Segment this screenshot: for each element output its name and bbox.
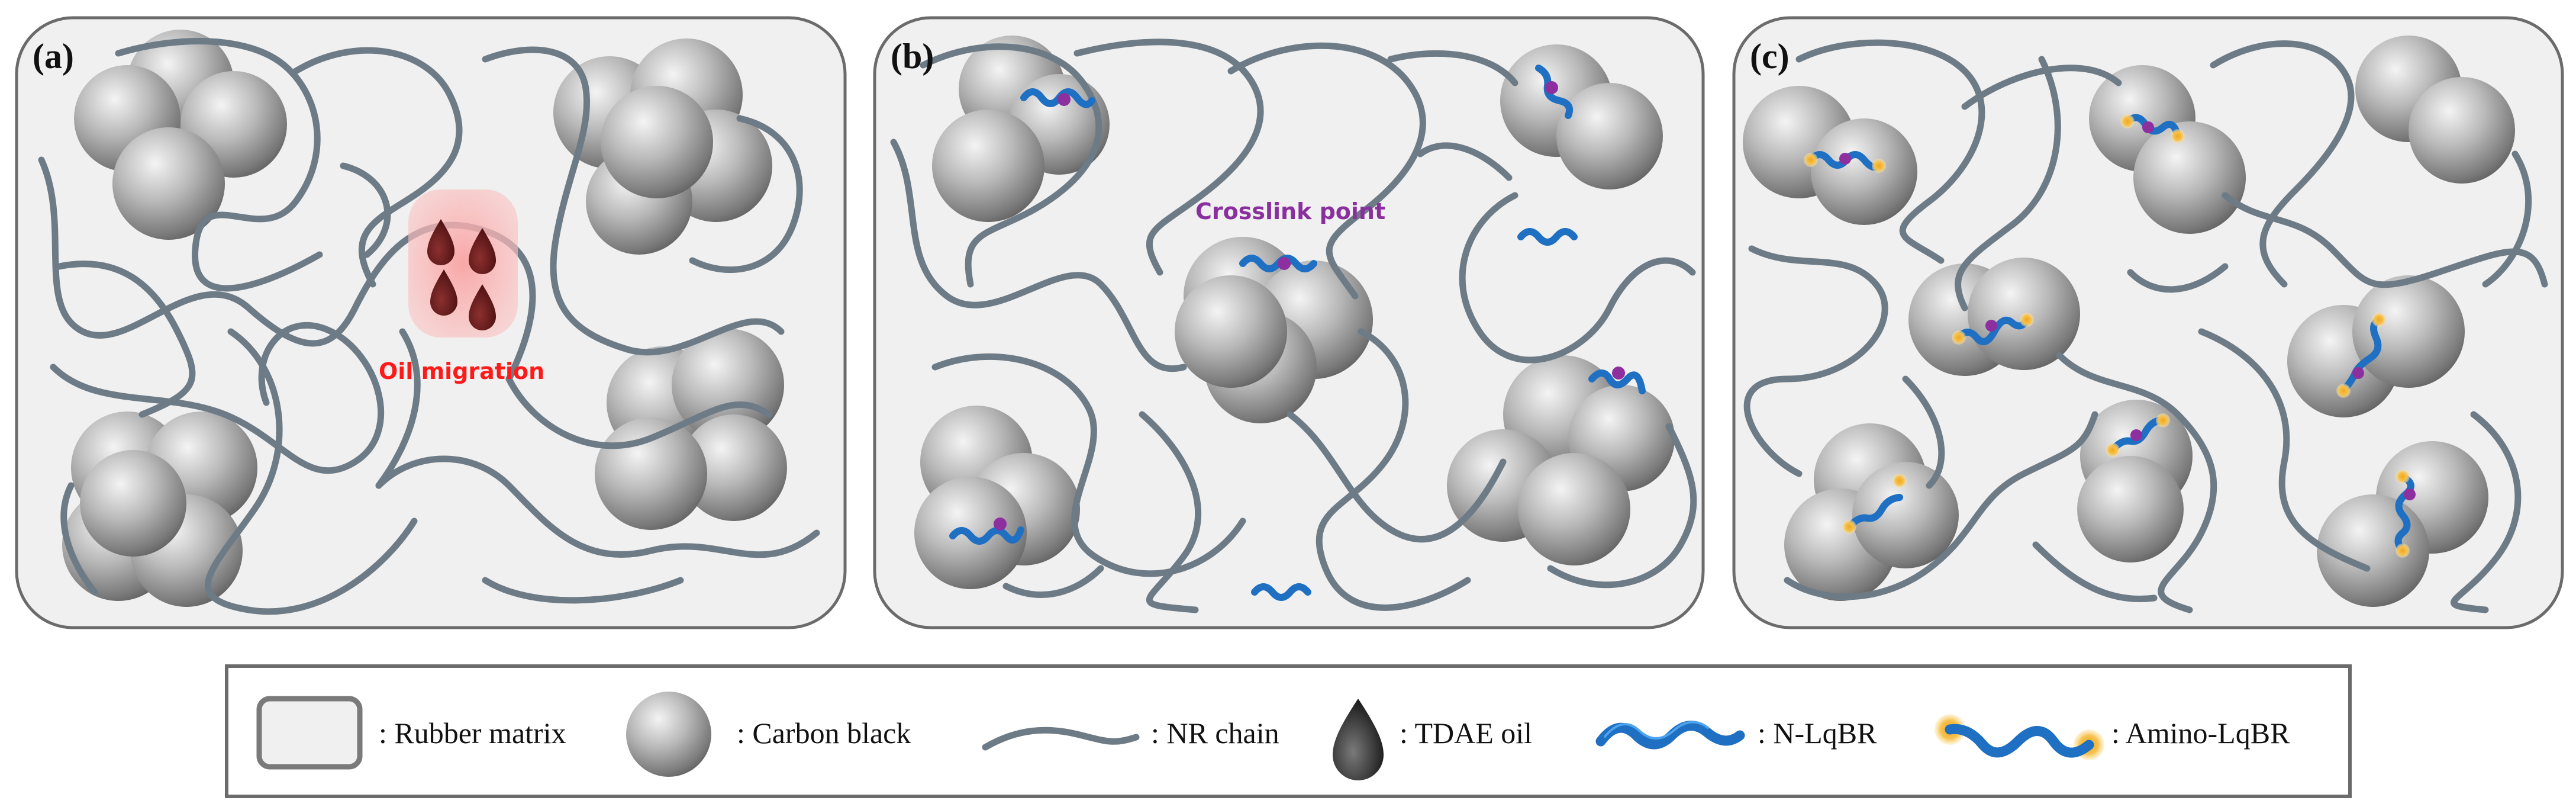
carbon-black-swatch-icon <box>626 692 711 777</box>
tdae-oil-drop-icon <box>427 219 454 265</box>
legend-label-amino-lqbr: : Amino-LqBR <box>2111 716 2290 750</box>
panel-label-a: (a) <box>33 37 74 76</box>
carbon-black-cluster <box>595 329 787 530</box>
carbon-black-cluster <box>62 412 257 607</box>
crosslink-point <box>994 518 1007 531</box>
nr-chains <box>1743 39 2548 613</box>
nr-chain-swatch-icon <box>982 727 1140 751</box>
panel-a: Oil migration (a) <box>15 16 847 629</box>
tdae-oil-drop-icon <box>469 284 496 330</box>
panel-label-b: (b) <box>891 37 934 76</box>
tdae-oil-drop-icon <box>430 269 457 316</box>
tdae-oil-drop-icon <box>469 228 496 274</box>
n-lqbr-molecules <box>949 65 1646 601</box>
crosslink-point <box>1545 81 1558 94</box>
crosslink-point <box>1612 367 1625 380</box>
panel-label-c: (c) <box>1750 37 1790 76</box>
oil-migration-label: Oil migration <box>379 358 544 384</box>
legend-item-amino-lqbr: : Amino-LqBR <box>1935 714 2290 760</box>
panel-b: Crosslink point (b) <box>873 16 1705 629</box>
panel-c: (c) <box>1732 16 2564 629</box>
carbon-black-cluster <box>74 30 287 240</box>
amino-lqbr-molecules <box>1804 114 2416 558</box>
carbon-black-cluster <box>914 406 1080 589</box>
crosslink-point <box>1058 93 1071 106</box>
legend-label-rubber-matrix: : Rubber matrix <box>379 716 566 750</box>
rubber-matrix-swatch-icon <box>256 696 363 770</box>
tdae-oil-drop-icon <box>1333 699 1384 780</box>
legend-label-n-lqbr: : N-LqBR <box>1758 716 1877 750</box>
carbon-black-cluster <box>1175 237 1373 423</box>
legend-item-n-lqbr: : N-LqBR <box>1595 716 1877 750</box>
rubber-matrix-panel-c <box>1732 16 2564 629</box>
legend-label-tdae-oil: : TDAE oil <box>1400 716 1532 750</box>
legend-frame <box>225 664 2352 798</box>
oil-migration-region <box>408 189 518 338</box>
legend-item-tdae-oil: : TDAE oil <box>1333 699 1532 780</box>
n-lqbr-swatch-icon <box>1595 721 1745 750</box>
amino-lqbr-swatch-icon <box>1945 724 2094 758</box>
legend-item-nr-chain: : NR chain <box>982 716 1279 751</box>
legend: : Rubber matrix : Carbon black : NR chai… <box>225 664 2352 798</box>
carbon-black-cluster <box>553 38 772 255</box>
nr-chains <box>890 38 1697 613</box>
carbon-black-cluster <box>1447 355 1675 565</box>
crosslink-point-label: Crosslink point <box>1195 198 1385 224</box>
legend-label-carbon-black: : Carbon black <box>737 716 911 750</box>
carbon-black-cluster <box>932 36 1110 222</box>
legend-label-nr-chain: : NR chain <box>1151 716 1279 750</box>
crosslink-point <box>1278 257 1291 270</box>
legend-item-rubber-matrix: : Rubber matrix <box>256 696 566 770</box>
carbon-black-clusters <box>1743 36 2515 607</box>
legend-item-carbon-black: : Carbon black <box>626 692 911 777</box>
